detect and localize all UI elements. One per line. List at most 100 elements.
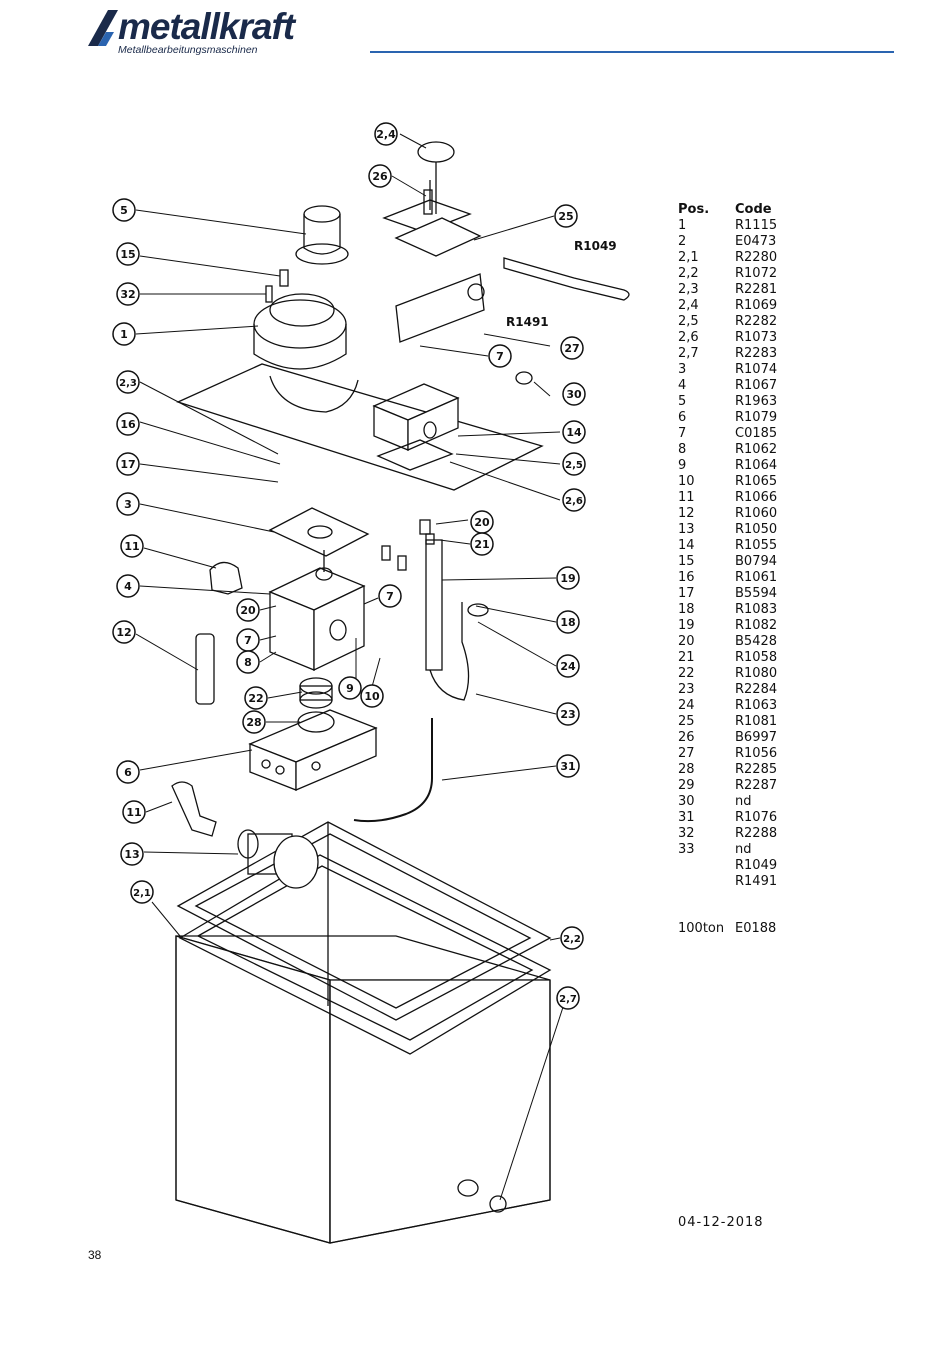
row-pos: 12 — [678, 506, 695, 521]
table-row: 23 R2284 — [678, 682, 815, 698]
callout-label: 20 — [474, 516, 490, 529]
row-code: R1963 — [735, 394, 778, 409]
callout-bubble: 30 — [562, 382, 586, 406]
callout-bubble: 6 — [116, 760, 140, 784]
row-pos: 23 — [678, 682, 695, 697]
row-code: R1082 — [735, 618, 778, 633]
callout-bubble: 2,5 — [562, 452, 586, 476]
row-code: B5594 — [735, 586, 778, 601]
logo-mark-icon — [88, 10, 118, 46]
callout-bubble: 16 — [116, 412, 140, 436]
row-code: R1064 — [735, 458, 778, 473]
row-pos: 21 — [678, 650, 695, 665]
callout-bubble: 12 — [112, 620, 136, 644]
table-row: 12 R1060 — [678, 506, 815, 522]
row-pos: 2,2 — [678, 266, 699, 281]
row-code: R1076 — [735, 810, 778, 825]
row-code: R1083 — [735, 602, 778, 617]
callout-label: 2,4 — [376, 128, 396, 141]
callout-bubble: 11 — [122, 800, 146, 824]
callout-bubble: 17 — [116, 452, 140, 476]
callout-label: 11 — [124, 540, 139, 553]
row-pos: 2,1 — [678, 250, 699, 265]
row-pos: 16 — [678, 570, 695, 585]
row-pos: 6 — [678, 410, 687, 425]
callout-bubble: 32 — [116, 282, 140, 306]
row-pos: 11 — [678, 490, 695, 505]
row-code: R1060 — [735, 506, 778, 521]
row-pos: 3 — [678, 362, 687, 377]
table-row: 17 B5594 — [678, 586, 815, 602]
callout-bubble: 8 — [236, 650, 260, 674]
row-code: R1072 — [735, 266, 778, 281]
row-pos: 22 — [678, 666, 695, 681]
machine-code: E0188 — [735, 921, 777, 936]
row-pos: 8 — [678, 442, 687, 457]
row-code: R1069 — [735, 298, 778, 313]
row-code: C0185 — [735, 426, 778, 441]
row-pos: 17 — [678, 586, 695, 601]
row-pos: 2,7 — [678, 346, 699, 361]
row-pos: 10 — [678, 474, 695, 489]
row-pos: 15 — [678, 554, 695, 569]
callout-label: 22 — [248, 692, 263, 705]
row-code: R1050 — [735, 522, 778, 537]
row-pos: 30 — [678, 794, 695, 809]
row-pos: 28 — [678, 762, 695, 777]
callout-bubble: 31 — [556, 754, 580, 778]
callout-bubble: 2,7 — [556, 986, 580, 1010]
col-code-header: Code — [735, 202, 772, 217]
brand-logo: metallkraft Metallbearbeitungsmaschinen — [86, 6, 356, 60]
page-number: 38 — [88, 1248, 102, 1262]
mounting-plate — [176, 363, 544, 491]
callout-bubble: 25 — [554, 204, 578, 228]
callout-label: 12 — [116, 626, 131, 639]
row-pos: 2,3 — [678, 282, 699, 297]
hose-31 — [353, 718, 433, 823]
row-pos: 27 — [678, 746, 695, 761]
callout-label: 5 — [120, 204, 128, 217]
elbow-fitting — [171, 781, 217, 837]
row-code: R1055 — [735, 538, 778, 553]
callout-label: 32 — [120, 288, 135, 301]
callouts: 2,4 26 5 25 15 32 1 2,3 16 17 3 11 4 20 … — [112, 122, 586, 1010]
row-code: R1074 — [735, 362, 778, 377]
callout-label: 2,7 — [559, 994, 577, 1005]
row-pos — [678, 858, 735, 874]
callout-bubble: 19 — [556, 566, 580, 590]
table-row: 29 R2287 — [678, 778, 815, 794]
row-code: R2287 — [735, 778, 778, 793]
callout-bubble: 2,6 — [562, 488, 586, 512]
row-code: R1081 — [735, 714, 778, 729]
row-pos: 31 — [678, 810, 695, 825]
part-label-r1049: R1049 — [574, 239, 617, 253]
callout-label: 15 — [120, 248, 135, 261]
row-pos: 25 — [678, 714, 695, 729]
callout-bubble: 9 — [338, 676, 362, 700]
row-code: R2284 — [735, 682, 778, 697]
table-row: R1049 — [678, 858, 815, 874]
callout-label: 23 — [560, 708, 575, 721]
row-code: R1063 — [735, 698, 778, 713]
callout-label: 4 — [124, 580, 132, 593]
row-code: R2288 — [735, 826, 778, 841]
pipe-12 — [195, 633, 215, 705]
row-code: B6997 — [735, 730, 778, 745]
row-pos: 29 — [678, 778, 695, 793]
